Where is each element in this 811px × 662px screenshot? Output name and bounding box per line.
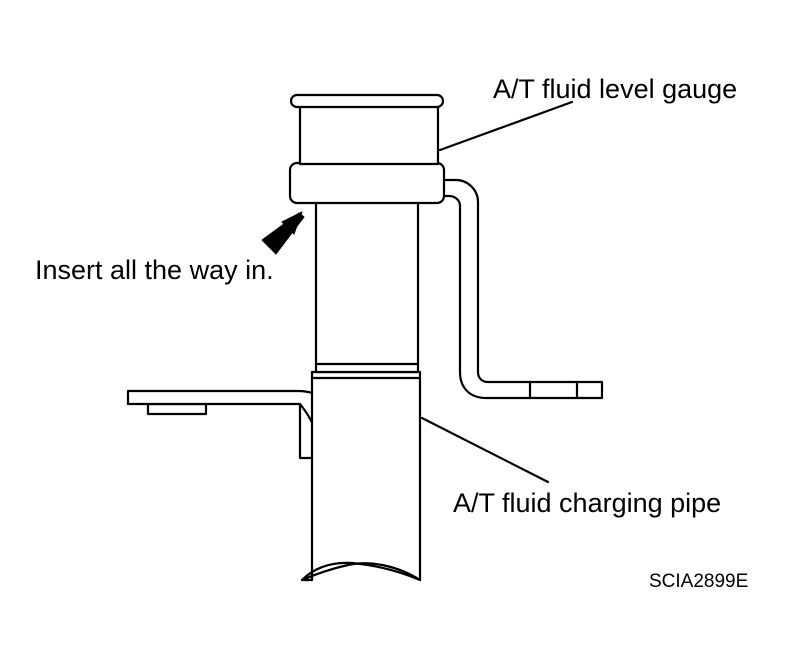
gauge-cap-rim [289, 93, 445, 109]
gauge-cap [298, 102, 440, 166]
insert-instruction-label: Insert all the way in. [35, 255, 274, 285]
gauge-collar [288, 161, 446, 205]
gauge-stem [314, 200, 420, 374]
figure-code: SCIA2899E [649, 571, 749, 592]
fluid-level-gauge [288, 93, 446, 205]
pipe-leader-line [420, 416, 550, 484]
gauge-rod [438, 178, 604, 400]
pipe-break-line [300, 561, 422, 582]
bracket-tab [146, 402, 208, 416]
charging-pipe [300, 370, 422, 582]
pipe-label: A/T fluid charging pipe [453, 488, 722, 518]
gauge-label: A/T fluid level gauge [493, 74, 738, 104]
insert-arrow-head-icon [281, 211, 303, 235]
gauge-side-rod [438, 178, 604, 400]
gauge-leader-line [438, 100, 574, 152]
gauge-stem-body [314, 200, 420, 374]
charging-pipe-body [300, 370, 422, 582]
